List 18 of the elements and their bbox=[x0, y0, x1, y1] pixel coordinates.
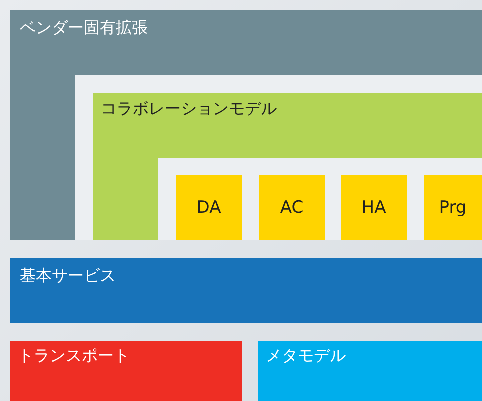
module-label: DA bbox=[196, 198, 222, 218]
layer-band bbox=[10, 258, 482, 323]
layer-band bbox=[10, 341, 242, 401]
layer-band bbox=[93, 93, 482, 240]
layer-title: メタモデル bbox=[266, 346, 346, 366]
module-box bbox=[176, 175, 242, 240]
module-box bbox=[341, 175, 407, 240]
module-label: HA bbox=[362, 198, 386, 218]
layer-title: ベンダー固有拡張 bbox=[20, 18, 148, 38]
layer-band bbox=[10, 10, 482, 240]
module-label: AC bbox=[280, 198, 304, 218]
layer-title: トランスポート bbox=[18, 346, 130, 366]
layer-title: コラボレーションモデル bbox=[101, 99, 277, 119]
module-label: Prg bbox=[439, 198, 467, 218]
layer-title: 基本サービス bbox=[20, 266, 116, 286]
module-box bbox=[259, 175, 325, 240]
layer-band bbox=[258, 341, 482, 401]
module-box bbox=[424, 175, 482, 240]
